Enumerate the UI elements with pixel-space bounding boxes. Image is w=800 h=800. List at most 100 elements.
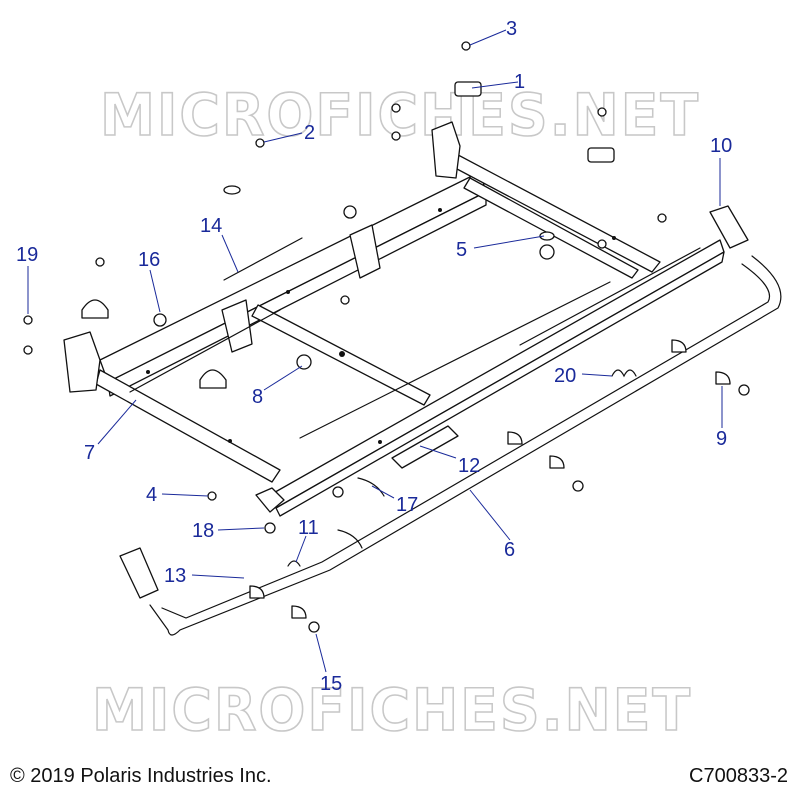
cotter-pin-17 [357,477,385,497]
callout-1: 1 [514,71,525,93]
frame-front-rail [99,171,487,383]
leader-3 [469,29,507,46]
cotter-pin-lower [337,529,363,549]
leader-20 [581,373,613,377]
callout-11: 11 [298,517,319,539]
frame-inner-rail [463,177,639,279]
callout-6: 6 [504,539,515,561]
tube-outline-bottom [161,263,770,619]
callout-14: 14 [200,215,222,237]
rod-14 [223,237,303,281]
frame-mount-bracket-b [221,299,253,353]
tube-end-sleeve-rear [709,205,749,249]
frame-right-rail-face [275,251,725,517]
nut-15 [308,621,320,633]
spring-20 [611,369,637,378]
figure-code: C700833-2 [689,765,788,787]
d-ring-center [199,369,227,389]
frame-rear-bracket [431,121,461,179]
floor-line-b [299,281,611,439]
leader-8 [263,365,303,391]
leader-1 [471,81,519,89]
tube-clamp-15 [291,605,307,619]
leader-14 [221,234,239,273]
watermark-bottom: MICROFICHES.NET [92,676,692,744]
pin-18 [264,522,276,534]
floor-line-c [519,247,701,346]
bolt-head-d [95,257,105,267]
washer-5 [539,231,555,241]
callout-3: 3 [506,18,517,40]
callout-17: 17 [396,494,418,516]
callout-10: 10 [710,135,732,157]
bolt-head-a [391,103,401,113]
bumper-8 [296,354,312,370]
callout-15: 15 [320,673,342,695]
leader-15 [315,633,327,673]
frame-hole [378,440,382,444]
frame-hole [228,439,232,443]
leader-5 [473,235,545,249]
spring-11 [287,560,301,567]
frame-mount-bracket-a [349,224,381,279]
pin-a [332,486,344,498]
callout-2: 2 [304,122,315,144]
tube-end-sleeve-front [119,547,159,599]
leader-16 [149,269,161,313]
tube-outline-top [149,255,782,636]
leader-7 [97,399,137,445]
clip-plate-1 [454,81,482,97]
callout-16: 16 [138,249,160,271]
leader-2 [263,132,303,143]
callout-8: 8 [252,386,263,408]
nut-right [738,384,750,396]
frame-hole [339,351,345,357]
callouts: 1 2 3 4 5 6 7 8 9 10 11 12 13 14 15 16 1… [16,18,732,695]
tube-clamp-13 [249,585,265,599]
bolt-head-c [597,107,607,117]
bent-tube-assembly [119,205,782,636]
watermark-top: MICROFICHES.NET [100,81,700,149]
hardware [23,41,750,633]
frame-assembly [63,121,725,517]
callout-13: 13 [164,565,186,587]
callout-4: 4 [146,484,157,506]
copyright-text: © 2019 Polaris Industries Inc. [10,765,272,787]
bolt-head-f [597,239,607,249]
floor-line-a [129,309,281,393]
d-ring-left [81,299,109,319]
frame-hole [438,208,442,212]
tube-clamp-mid-b [549,455,565,469]
bolt-head-2 [255,138,265,148]
bumper-5 [539,244,555,260]
leader-17 [371,485,395,499]
bolt-head-e [340,295,350,305]
leader-11 [295,535,307,563]
frame-front-bracket [255,487,285,513]
callout-18: 18 [192,520,214,542]
frame-left-bracket [63,331,101,393]
bolt-head-b [391,131,401,141]
frame-hole [286,290,290,294]
strut-12 [391,425,459,469]
tube-clamp-mid [507,431,523,445]
leader-13 [191,574,245,579]
callout-19: 19 [16,244,38,266]
callout-7: 7 [84,442,95,464]
nut-a [343,205,357,219]
tube-clamp-upper [671,339,687,353]
leader-lines [27,29,723,673]
nut-mid [572,480,584,492]
clip-plate-rear [587,147,615,163]
bolt-head-3 [461,41,471,51]
washer-a [223,185,241,195]
bolt-19 [23,315,33,325]
leader-12 [419,445,457,459]
nut-4 [207,491,217,501]
nut-16 [153,313,167,327]
frame-hole [612,236,616,240]
callout-5: 5 [456,239,467,261]
bolt-lower-left [23,345,33,355]
callout-12: 12 [458,455,480,477]
